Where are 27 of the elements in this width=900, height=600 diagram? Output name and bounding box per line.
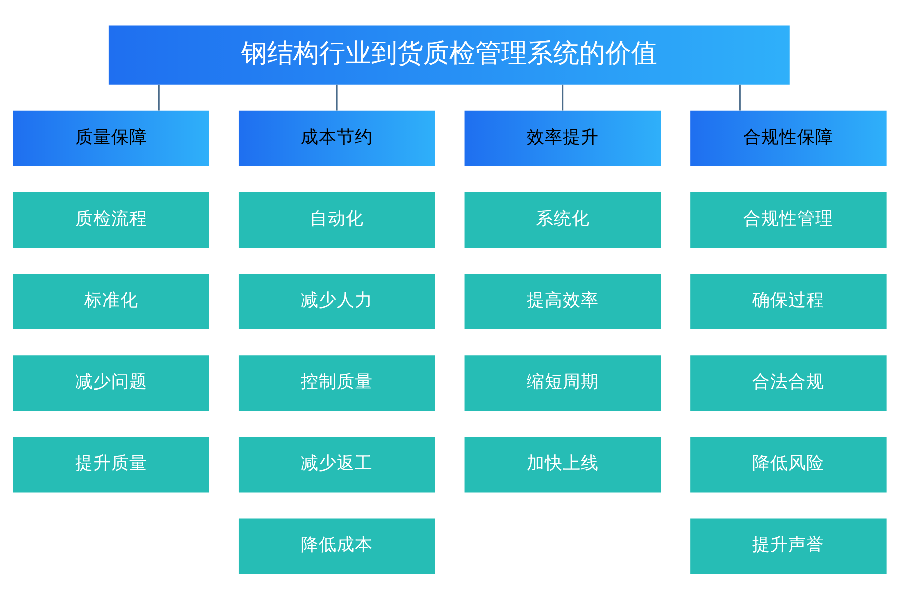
node-box: 合规性保障: [690, 110, 887, 166]
node-box: 系统化: [464, 192, 662, 248]
node-box: 合法合规: [690, 356, 887, 412]
node-box: 合规性管理: [690, 192, 887, 248]
connector: [158, 84, 160, 111]
node-box: 减少人力: [238, 274, 436, 330]
node-box: 减少返工: [238, 437, 436, 493]
node-box: 成本节约: [238, 110, 436, 166]
node-box: 提升质量: [13, 437, 210, 493]
node-box: 提高效率: [464, 274, 662, 330]
connector: [740, 84, 741, 111]
node-box: 加快上线: [464, 437, 662, 493]
node-box: 确保过程: [690, 274, 887, 330]
node-box: 降低风险: [690, 437, 887, 493]
node-box: 提升声誉: [690, 518, 887, 574]
node-box: 质量保障: [13, 110, 210, 166]
node-box: 质检流程: [13, 192, 210, 248]
node-box: 效率提升: [464, 110, 662, 166]
node-box: 控制质量: [238, 356, 436, 412]
node-box: 钢结构行业到货质检管理系统的价值: [108, 26, 790, 85]
connector: [336, 84, 338, 111]
connector: [562, 84, 564, 111]
node-box: 缩短周期: [464, 356, 662, 412]
node-box: 降低成本: [238, 518, 436, 574]
node-box: 自动化: [238, 192, 436, 248]
node-box: 减少问题: [13, 356, 210, 412]
node-box: 标准化: [13, 274, 210, 330]
